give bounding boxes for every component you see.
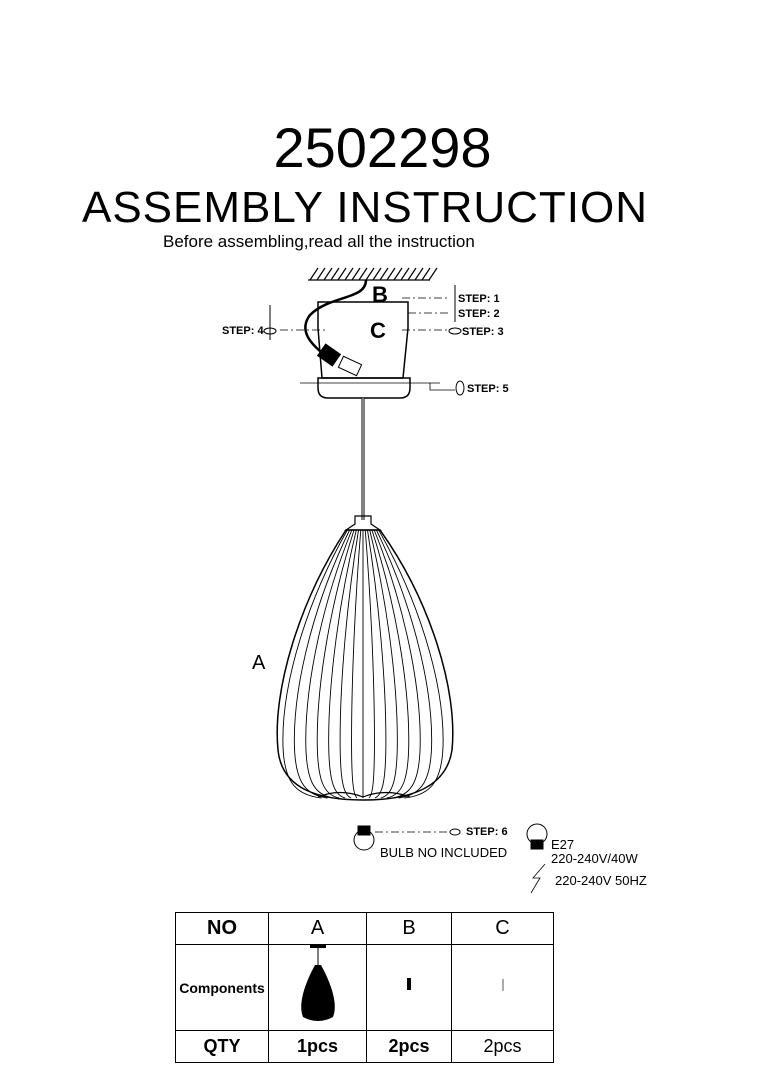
model-number: 2502298 (273, 116, 492, 179)
shade-rib (282, 529, 348, 799)
bulb-note: BULB NO INCLUDED (380, 845, 508, 860)
hatch-line (316, 267, 326, 281)
hatch-line (330, 267, 340, 281)
part-c-label: C (370, 318, 386, 343)
bulb-icon (353, 825, 375, 851)
hatch-line (414, 267, 424, 281)
hatch-line (351, 267, 361, 281)
step-5-label: STEP: 5 (467, 383, 509, 395)
shade-rib (369, 529, 398, 799)
qty-b: 2pcs (366, 1030, 452, 1063)
hatch-line (400, 267, 410, 281)
hatch-line (365, 267, 375, 281)
canopy (317, 301, 409, 379)
part-a-label: A (252, 652, 266, 674)
header-c: C (451, 912, 554, 945)
terminal-block (316, 343, 342, 367)
hatch-line (372, 267, 382, 281)
bulb-rating: 220-240V/40W (551, 851, 638, 866)
component-b-image (366, 944, 452, 1031)
subtitle: Before assembling,read all the instructi… (163, 232, 475, 251)
part-b-label: B (372, 282, 388, 307)
qty-a: 1pcs (268, 1030, 367, 1063)
shade-rib (371, 529, 410, 799)
step-3-label: STEP: 3 (462, 326, 504, 338)
step-2-label: STEP: 2 (458, 308, 500, 320)
step-4-label: STEP: 4 (222, 325, 264, 337)
components-table: NO A B C Components QTY 1pcs 2pcs 2pcs (175, 912, 554, 1063)
hatch-line (358, 267, 368, 281)
shade-rib (293, 529, 350, 799)
bulb-e27-icon (526, 823, 548, 850)
step-6-label: STEP: 6 (466, 826, 508, 838)
step-1-label: STEP: 1 (458, 293, 500, 305)
hatch-line (421, 267, 431, 281)
shade-rib (364, 529, 375, 799)
component-a-image (268, 944, 367, 1031)
screw-icons (263, 285, 465, 836)
component-c-image (451, 944, 554, 1031)
hatch-line (428, 267, 438, 281)
hatch-line (337, 267, 347, 281)
ceiling-hatch (308, 267, 438, 281)
lamp-shade (276, 529, 454, 801)
power-cable (304, 279, 368, 361)
shade-rib (367, 529, 387, 799)
qty-label: QTY (175, 1030, 269, 1063)
header-no: NO (175, 912, 269, 945)
lightning-icon (530, 863, 546, 894)
header-a: A (268, 912, 367, 945)
components-label: Components (175, 944, 269, 1031)
page-title: ASSEMBLY INSTRUCTION (81, 183, 649, 232)
shade-rib (328, 529, 357, 799)
shade-rib (339, 529, 359, 799)
shade-rib (373, 529, 421, 799)
step-lines (280, 297, 450, 833)
shade-rib (351, 529, 362, 799)
hatch-line (386, 267, 396, 281)
hatch-line (393, 267, 403, 281)
shade-rib (305, 529, 353, 799)
shade-rib (376, 529, 433, 799)
hatch-line (379, 267, 389, 281)
qty-c: 2pcs (451, 1030, 554, 1063)
hatch-line (323, 267, 333, 281)
supply-rating: 220-240V 50HZ (555, 873, 647, 888)
hatch-line (309, 267, 319, 281)
hatch-line (407, 267, 417, 281)
shade-rib (316, 529, 355, 799)
hatch-line (344, 267, 354, 281)
header-b: B (366, 912, 452, 945)
bulb-type: E27 (551, 837, 575, 852)
shade-rib (378, 529, 444, 799)
